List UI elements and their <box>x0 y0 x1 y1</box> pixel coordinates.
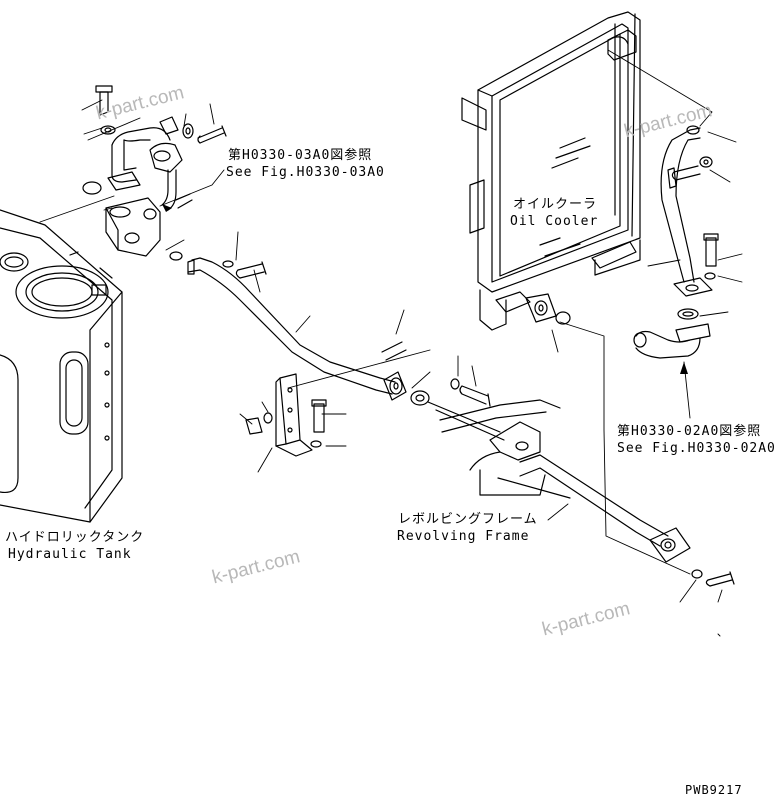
leader-lines <box>39 49 743 637</box>
hydraulic-tank-label-en: Hydraulic Tank <box>8 547 132 562</box>
upper-pipe-elbow <box>82 85 227 261</box>
center-fitting <box>410 378 505 441</box>
oil-cooler-label-en: Oil Cooler <box>510 214 599 229</box>
hydraulic-tank-label-jp: ハイドロリックタンク <box>5 530 145 545</box>
ref-03a0-label-jp: 第H0330-03A0図参照 <box>228 148 373 163</box>
right-pipe <box>633 125 719 359</box>
revolving-frame-label-jp: レボルビングフレーム <box>398 512 538 527</box>
drawing-code: PWB9217 <box>685 783 743 797</box>
arrow-icon <box>162 204 688 374</box>
revolving-frame-label-en: Revolving Frame <box>397 529 530 544</box>
oil-cooler <box>461 11 641 331</box>
oil-cooler-label-jp: オイルクーラ <box>513 197 598 212</box>
main-pipe <box>187 257 407 401</box>
ref-02a0-label-jp: 第H0330-02A0図参照 <box>617 424 762 439</box>
lower-pipe <box>519 454 735 587</box>
ref-02a0-label-en: See Fig.H0330-02A0 <box>617 441 776 456</box>
ref-03a0-label-en: See Fig.H0330-03A0 <box>226 165 385 180</box>
bracket <box>245 373 327 457</box>
cooler-outlet <box>495 291 571 325</box>
hydraulic-tank <box>0 209 123 523</box>
revolving-frame <box>439 399 571 499</box>
